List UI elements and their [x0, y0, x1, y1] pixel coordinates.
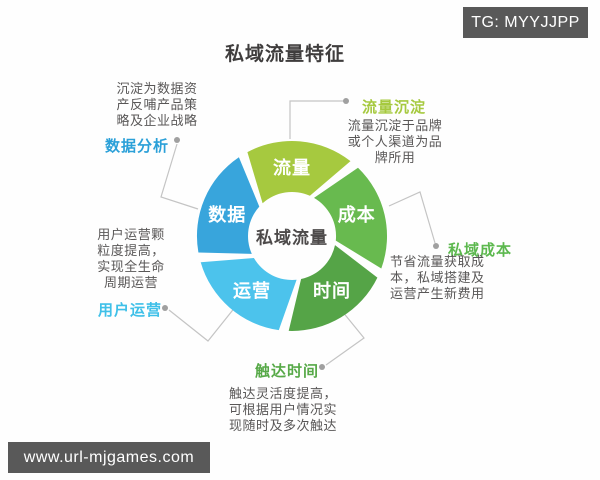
connector-line-traffic-deposit: [289, 100, 344, 139]
connector-dot-analysis: [174, 137, 180, 143]
donut-segment-time: [288, 245, 378, 331]
callout-time-label: 触达时间: [255, 362, 320, 380]
page-title: 私域流量特征: [224, 43, 345, 65]
callout-time-desc: 触达灵活度提高， 可根据用户情况实 现随时及多次触达: [229, 387, 338, 434]
donut-segment-label-operation: 运营: [233, 280, 271, 302]
callout-cost-label: 私域成本: [448, 241, 513, 259]
connector-dot-operation: [162, 305, 168, 311]
donut-center-label: 私域流量: [256, 228, 328, 249]
callout-connectors: [160, 98, 439, 370]
connector-line-time: [325, 310, 365, 366]
callout-cost-desc: 节省流量获取成 本，私域搭建及 运营产生新费用: [390, 255, 485, 302]
watermark-url-badge: www.url-mjgames.com: [8, 442, 210, 473]
callout-traffic-deposit-desc: 流量沉淀于品牌 或个人渠道为品 牌所用: [347, 119, 443, 166]
callout-operation-desc: 用户运营颗 粒度提高， 实现全生命 周期运营: [97, 228, 165, 291]
donut-segment-cost: [314, 167, 388, 269]
donut-segment-data: [196, 157, 260, 254]
donut-segment-label-time: 时间: [313, 281, 351, 302]
donut-segment-traffic: [247, 140, 351, 204]
donut-segment-operation: [200, 258, 297, 331]
connector-line-operation: [168, 305, 237, 342]
callout-analysis-desc: 沉淀为数据资 产反哺产品策 略及企业战略: [116, 82, 198, 129]
connector-dot-cost: [433, 243, 439, 249]
callout-analysis-label: 数据分析: [105, 137, 170, 155]
connector-dot-traffic-deposit: [343, 98, 349, 104]
donut-segments: [196, 140, 388, 331]
connector-line-cost: [388, 191, 436, 244]
donut-segment-label-cost: 成本: [338, 204, 376, 226]
watermark-telegram-badge: TG: MYYJJPP: [463, 7, 588, 38]
callout-traffic-deposit-label: 流量沉淀: [362, 98, 427, 116]
connector-line-analysis: [160, 143, 199, 210]
callout-operation-label: 用户运营: [98, 301, 163, 319]
connector-dot-time: [319, 364, 325, 370]
donut-segment-label-traffic: 流量: [273, 157, 311, 179]
donut-segment-label-data: 数据: [208, 204, 246, 226]
